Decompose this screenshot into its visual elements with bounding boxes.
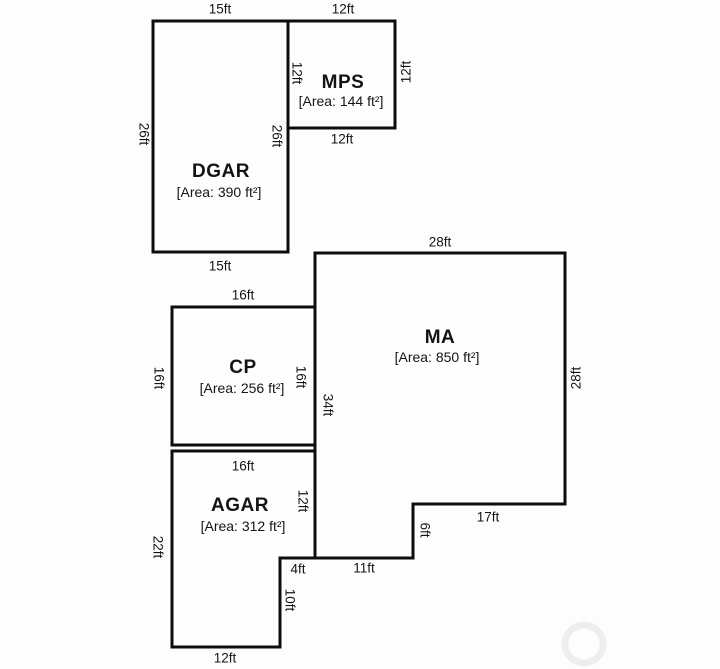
room-outline-mps [286, 19, 397, 130]
dim-dgar-left: 26ft [136, 122, 152, 146]
room-outline-ma [313, 251, 567, 560]
dim-agar-notch-top: 4ft [290, 561, 306, 577]
dim-mps-left-inner: 12ft [289, 61, 305, 85]
dim-mps-top: 12ft [331, 1, 355, 17]
watermark-circle [561, 621, 607, 667]
dim-mps-right: 12ft [398, 60, 414, 84]
dim-agar-notch-side: 10ft [282, 588, 298, 612]
room-name-cp: CP [229, 357, 257, 378]
room-outline-cp [170, 305, 317, 447]
room-name-ma: MA [424, 327, 456, 348]
room-name-mps: MPS [321, 72, 365, 93]
room-area-dgar: [Area: 390 ft²] [176, 184, 262, 200]
room-area-cp: [Area: 256 ft²] [199, 380, 285, 396]
room-outline-agar [170, 449, 317, 649]
dim-cp-left: 16ft [151, 366, 167, 390]
dim-agar-top: 16ft [231, 458, 255, 474]
dim-ma-top: 28ft [428, 234, 452, 250]
room-name-dgar: DGAR [192, 161, 250, 182]
dim-dgar-top: 15ft [208, 1, 232, 17]
dim-agar-right-inner: 12ft [295, 489, 311, 513]
dim-ma-right: 28ft [568, 366, 584, 390]
room-area-ma: [Area: 850 ft²] [394, 349, 480, 365]
dim-ma-notch-right: 17ft [476, 509, 500, 525]
dim-cp-top: 16ft [231, 287, 255, 303]
dim-ma-notch-height: 6ft [417, 522, 433, 538]
room-outline-dgar [151, 19, 290, 254]
room-area-mps: [Area: 144 ft²] [298, 93, 384, 109]
dim-cp-right-inner: 16ft [293, 365, 309, 389]
room-name-agar: AGAR [211, 495, 269, 516]
dim-dgar-bottom: 15ft [208, 258, 232, 274]
dim-dgar-right-inner: 26ft [269, 124, 285, 148]
dim-ma-notch-bottom: 11ft [353, 560, 375, 576]
dim-agar-left: 22ft [150, 535, 166, 559]
dim-agar-bottom: 12ft [213, 650, 237, 666]
room-area-agar: [Area: 312 ft²] [200, 518, 286, 534]
dim-ma-left-inner: 34ft [320, 393, 336, 417]
dim-mps-bottom: 12ft [330, 131, 354, 147]
